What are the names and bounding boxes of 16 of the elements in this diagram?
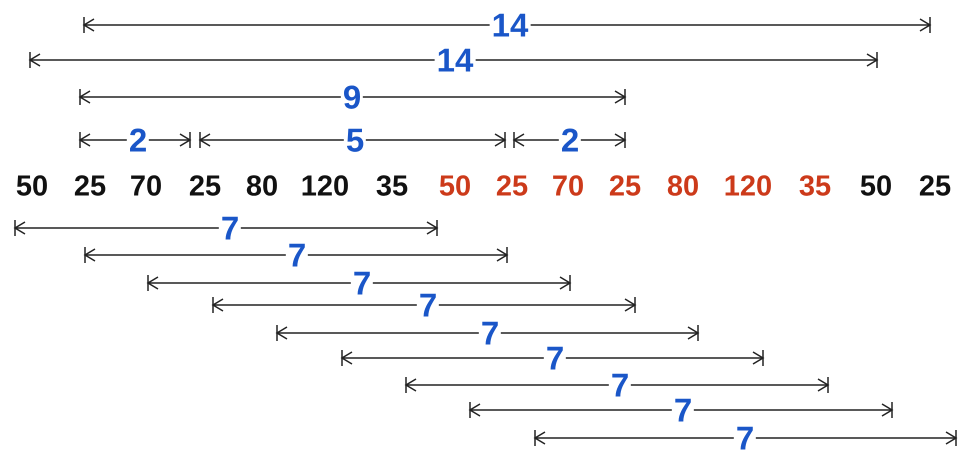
sequence-number: 70 — [552, 172, 584, 202]
sequence-number: 25 — [74, 172, 106, 202]
sequence-number: 50 — [860, 172, 892, 202]
sequence-number: 25 — [188, 172, 222, 202]
sequence-number: 50 — [438, 172, 472, 202]
sequence-number: 120 — [724, 172, 772, 202]
sequence-number: 25 — [608, 172, 642, 202]
sequence-number: 35 — [798, 172, 832, 202]
sequence-number: 80 — [246, 172, 278, 202]
sequence-number: 25 — [918, 172, 952, 202]
sequence-number: 70 — [130, 172, 162, 202]
sequence-number: 25 — [496, 172, 528, 202]
sequence-number: 35 — [376, 172, 408, 202]
sequence-number: 120 — [300, 172, 350, 202]
sequence-number: 80 — [666, 172, 700, 202]
sequence-number: 50 — [16, 172, 48, 202]
